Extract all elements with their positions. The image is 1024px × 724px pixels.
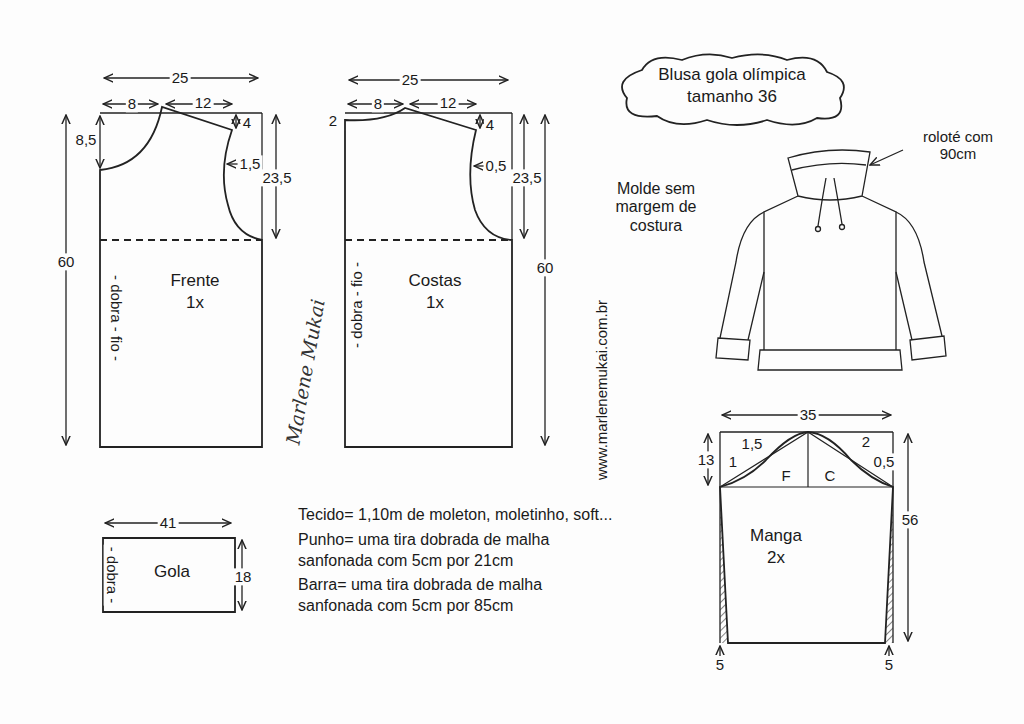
- dimension-label: 25: [400, 71, 421, 88]
- outline-line: [100, 107, 262, 447]
- dimension-label: 12: [193, 94, 214, 111]
- dimension-label: 18: [233, 568, 254, 585]
- piece-text: Manga2x: [731, 525, 821, 569]
- piece-name: Gola: [122, 561, 222, 583]
- outline-line: [720, 432, 893, 643]
- dimension-label: 4: [241, 114, 253, 131]
- dimension-label: 1,5: [238, 155, 263, 172]
- material-note: Punho= uma tira dobrada de malha sanfona…: [298, 530, 620, 572]
- dimension-label: 8,5: [74, 131, 99, 148]
- dimension-label: 0,5: [484, 157, 509, 174]
- piece-name: Frente: [140, 270, 250, 292]
- cut-count: 1x: [140, 292, 250, 314]
- dimension-label: - dobra -: [103, 545, 120, 606]
- material-note: Tecido= 1,10m de moleton, moletinho, sof…: [298, 505, 620, 526]
- dimension-label: 8: [372, 95, 384, 112]
- dimension-label: 23,5: [260, 169, 293, 186]
- outline-line: [720, 432, 893, 487]
- dimension-label: 5: [883, 656, 895, 673]
- dimension-label: 56: [900, 511, 921, 528]
- dimension-label: 5: [714, 656, 726, 673]
- piece-text: Costas1x: [375, 270, 495, 314]
- dimension-label: 0,5: [872, 453, 897, 470]
- outline-line: [100, 239, 262, 241]
- dimension-label: - dobra - fio -: [348, 260, 365, 350]
- dimension-label: 2: [860, 433, 872, 450]
- signature: Marlene Mukai: [282, 296, 330, 449]
- website: www.marlenemukai.com.br: [593, 298, 610, 482]
- annotation: Molde sem margem de costura: [594, 180, 718, 235]
- piece-name: Manga: [731, 525, 821, 547]
- annotation: roloté com 90cm: [906, 128, 1010, 163]
- dimension-label: 8: [126, 95, 138, 112]
- cut-count: 2x: [731, 547, 821, 569]
- dimension-label: 35: [798, 406, 819, 423]
- piece-name: Costas: [375, 270, 495, 292]
- front-piece: Frente1x: [100, 100, 265, 450]
- collar-piece: Gola: [102, 537, 236, 613]
- dimension-label: 25: [170, 69, 191, 86]
- piece-text: Gola: [122, 561, 222, 583]
- cut-count: 1x: [375, 292, 495, 314]
- outline-line: [345, 239, 512, 241]
- dimension-label: 2: [327, 112, 339, 129]
- piece-text: Frente1x: [140, 270, 250, 314]
- piece-text: Blusa gola olímpica tamanho 36: [640, 64, 824, 108]
- notes-column: Tecido= 1,10m de moleton, moletinho, sof…: [298, 505, 620, 621]
- dimension-label: 60: [535, 259, 556, 276]
- dimension-label: C: [823, 467, 838, 484]
- material-note: Barra= uma tira dobrada de malha sanfona…: [298, 575, 620, 617]
- outline-line: [720, 486, 893, 487]
- dimension-label: F: [779, 467, 792, 484]
- dimension-label: 1,5: [740, 435, 765, 452]
- dimension-label: 4: [484, 116, 496, 133]
- dimension-label: 41: [158, 514, 179, 531]
- outline-line: [807, 432, 808, 487]
- dimension-label: 13: [696, 451, 717, 468]
- dimension-label: 1: [727, 453, 739, 470]
- dimension-label: 12: [438, 94, 459, 111]
- outline-line: [103, 538, 235, 612]
- back-piece: Costas1x: [345, 100, 515, 450]
- title-cloud: Blusa gola olímpica tamanho 36: [612, 50, 852, 132]
- dimension-label: 23,5: [510, 169, 543, 186]
- outline-line: [622, 54, 844, 125]
- piece-name: Blusa gola olímpica tamanho 36: [640, 64, 824, 108]
- outline-line: [345, 108, 512, 447]
- dimension-label: 60: [56, 253, 77, 270]
- dimension-label: - dobra - fio -: [107, 273, 124, 363]
